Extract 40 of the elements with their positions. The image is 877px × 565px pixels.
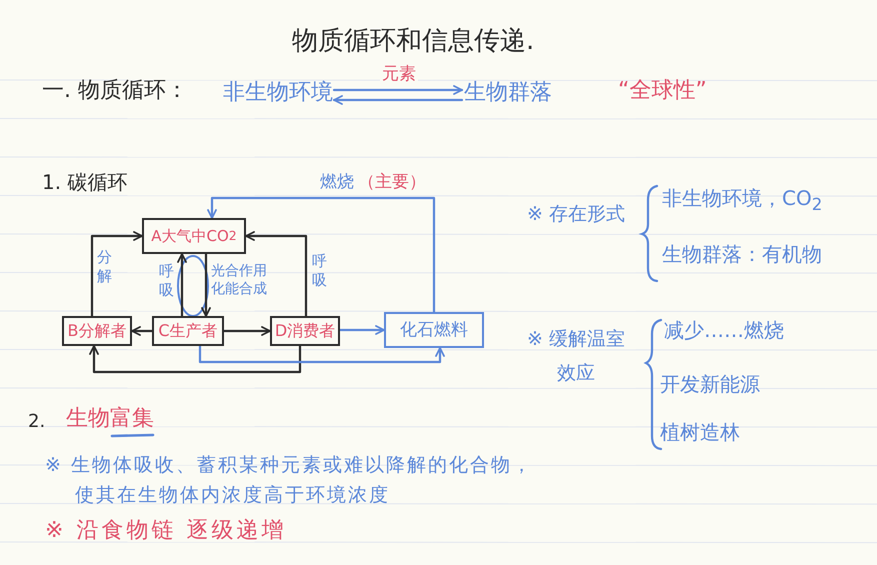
edge-label: 元素 (380, 64, 418, 84)
arrow (332, 85, 464, 95)
section-heading: 一. 物质循环： (42, 78, 188, 104)
edge-label: 呼吸 (312, 252, 327, 290)
list-item: 开发新能源 (660, 372, 760, 396)
section-heading: 1. 碳循环 (42, 170, 128, 194)
term-label: 生物群落 (462, 78, 554, 108)
bullet-note: ※ 生物体吸收、蓄积某种元素或难以降解的化合物，使其在生物体内浓度高于环境浓度 (45, 453, 534, 508)
list-item: 减少……燃烧 (664, 318, 784, 342)
list-item: 非生物环境，CO$_{2}$ (662, 186, 822, 215)
arrow (201, 252, 211, 318)
arrow (90, 231, 144, 318)
edge-label: 燃烧 (320, 172, 354, 192)
process-box: B分解者 (62, 316, 132, 346)
section-number: 2. (28, 411, 46, 433)
arrow (338, 325, 386, 335)
edge-label: 呼吸 (159, 262, 174, 300)
arrow (332, 95, 464, 105)
process-box: D消费者 (270, 316, 340, 346)
edge-label: 光合作用化能合成 (211, 262, 267, 298)
edge-label: 分解 (97, 248, 112, 286)
arrow (222, 326, 272, 336)
arrow (198, 344, 445, 364)
bullet-note: ※ 存在形式 (527, 203, 625, 226)
note-text: （主要） (358, 172, 426, 192)
section-heading: 生物富集 (66, 406, 154, 432)
process-box: C生产者 (152, 316, 224, 346)
arrow (244, 231, 308, 318)
arrow (177, 252, 187, 318)
process-box: 化石燃料 (384, 312, 484, 348)
list-item: 植树造林 (660, 420, 740, 444)
arrow (89, 344, 302, 374)
note-text: “全球性” (618, 78, 707, 104)
list-item: 生物群落：有机物 (662, 242, 822, 266)
bullet-note: ※ 缓解温室效应 (526, 327, 626, 386)
title: 物质循环和信息传递. (292, 26, 534, 58)
arrow (207, 196, 436, 314)
arrow (130, 326, 154, 336)
term-label: 非生物环境 (222, 78, 334, 108)
bullet-note: ※ 沿食物链 逐级递增 (45, 518, 286, 544)
